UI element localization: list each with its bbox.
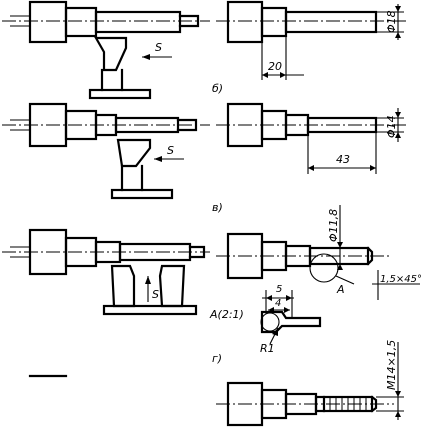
row3-dim-inner: 4: [275, 298, 281, 309]
row2-sublabel: в): [212, 201, 223, 214]
row3-chamfer-label: 1,5×45°: [380, 274, 421, 285]
row2-diameter-label: Φ14: [385, 115, 398, 138]
row1-shaft-step2: [94, 10, 182, 34]
row2-cutting-tool: [116, 138, 152, 168]
row3-radius-label: R1: [260, 342, 275, 355]
row1-feed-label: S: [155, 41, 162, 54]
row1-length-label: 20: [268, 60, 282, 73]
row3-turning-setup: S: [2, 228, 210, 316]
row3-part-drawing: A Φ11,8 1,5×45°: [216, 205, 421, 300]
row4-thread-label: M14×1,5: [385, 340, 398, 390]
row3-cutting-tool-left: [110, 264, 136, 308]
row4-thread-hatch: [329, 397, 367, 411]
row1-diameter-label: Φ18: [385, 10, 398, 33]
row2-part-drawing: Φ14 43: [216, 102, 408, 174]
row1-turning-setup: S: [2, 0, 210, 100]
row3-diameter-label: Φ11,8: [327, 209, 340, 242]
row3-detail-label: A(2:1): [209, 308, 244, 321]
row1-shaft-step1: [64, 6, 98, 38]
row4-part-drawing: M14×1,5: [216, 340, 404, 427]
row3-callout-label: A: [336, 283, 345, 296]
row3-sublabel: г): [212, 352, 222, 365]
row3-feed-label: S: [152, 288, 159, 301]
row1-chuck: [28, 0, 68, 44]
row2-feed-label: S: [167, 144, 174, 157]
row1-cutting-tool: [94, 36, 128, 72]
row1-sublabel: б): [212, 82, 223, 95]
row3-detail-callout-circle: [309, 253, 339, 283]
row3-dim-outer: 5: [276, 284, 282, 295]
row1-tool-holder: [88, 88, 152, 100]
row2-length-label: 43: [336, 153, 350, 166]
row3-detail-view: A(2:1) 5 4 R1: [209, 284, 322, 355]
row1-part-drawing: Φ18 20: [216, 0, 408, 80]
row2-turning-setup: S: [2, 102, 210, 200]
row1-tailstock: [178, 14, 200, 28]
row3-cutting-tool-right: [158, 264, 186, 308]
